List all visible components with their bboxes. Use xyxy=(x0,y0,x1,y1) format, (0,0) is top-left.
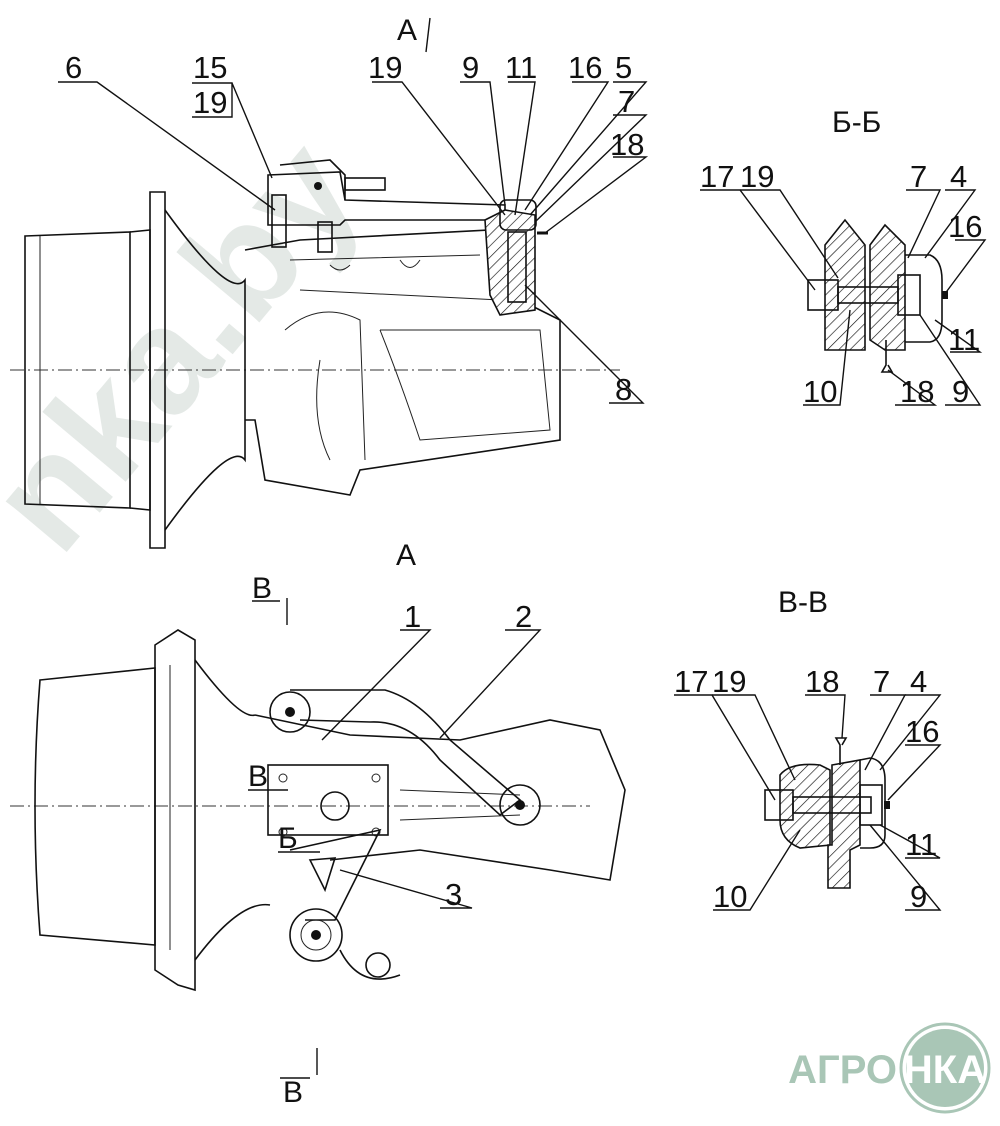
section-mark-b: Б xyxy=(278,822,298,855)
section-vv-drawing xyxy=(764,737,890,889)
section-mark-v-side: В xyxy=(248,760,268,793)
callout-7: 7 xyxy=(873,664,890,699)
callout-7: 7 xyxy=(910,159,927,194)
callout-19: 19 xyxy=(712,664,746,699)
callout-16: 16 xyxy=(948,209,982,244)
logo-text-left: АГРО xyxy=(788,1048,897,1092)
callout-19: 19 xyxy=(740,159,774,194)
watermark: nka.by xyxy=(0,109,390,581)
bottom-view-leaders xyxy=(248,598,542,1079)
callout-15: 15 xyxy=(193,50,227,85)
logo-text-right: НКА xyxy=(904,1048,986,1092)
callout-9: 9 xyxy=(952,374,969,409)
agronka-logo: АГРО НКА xyxy=(788,1022,991,1114)
callout-8: 8 xyxy=(615,372,632,407)
callout-9: 9 xyxy=(910,879,927,914)
callout-10: 10 xyxy=(713,879,747,914)
section-bb-leaders xyxy=(700,189,987,406)
top-view-leaders xyxy=(58,17,649,404)
callout-16: 16 xyxy=(568,50,602,85)
callout-17: 17 xyxy=(700,159,734,194)
top-view-drawing xyxy=(10,159,620,549)
callout-4: 4 xyxy=(910,664,927,699)
callout-6: 6 xyxy=(65,50,82,85)
section-bb-labels: Б-Б 17 19 7 4 16 11 10 18 9 xyxy=(700,106,982,409)
section-vv-labels: В-В 17 19 18 7 4 16 11 10 9 xyxy=(674,586,939,914)
section-vv-title: В-В xyxy=(778,586,828,619)
callout-9: 9 xyxy=(462,50,479,85)
callout-2: 2 xyxy=(515,599,532,634)
callout-1: 1 xyxy=(404,599,421,634)
callout-19: 19 xyxy=(368,50,402,85)
callout-18: 18 xyxy=(900,374,934,409)
callout-11: 11 xyxy=(505,50,537,85)
view-title-a: A xyxy=(396,539,416,572)
callout-4: 4 xyxy=(950,159,967,194)
callout-11: 11 xyxy=(948,322,980,357)
callout-18: 18 xyxy=(805,664,839,699)
view-mark-a: A xyxy=(397,14,417,47)
top-view-labels: A 6 15 19 19 9 11 16 5 7 18 8 xyxy=(65,14,644,407)
callout-10: 10 xyxy=(803,374,837,409)
callout-7: 7 xyxy=(618,84,635,119)
callout-3: 3 xyxy=(445,877,462,912)
callout-5: 5 xyxy=(615,50,632,85)
section-vv-leaders xyxy=(674,694,942,911)
callout-19: 19 xyxy=(193,85,227,120)
section-mark-v-bottom: В xyxy=(283,1076,303,1109)
section-mark-v-top: В xyxy=(252,572,272,605)
bottom-view-labels: A В 1 2 В Б 3 В xyxy=(248,539,532,1109)
bottom-view-drawing xyxy=(10,629,626,992)
callout-18: 18 xyxy=(610,127,644,162)
callout-11: 11 xyxy=(905,827,937,862)
callout-16: 16 xyxy=(905,714,939,749)
section-bb-drawing xyxy=(807,218,948,373)
section-bb-title: Б-Б xyxy=(832,106,881,139)
callout-17: 17 xyxy=(674,664,708,699)
